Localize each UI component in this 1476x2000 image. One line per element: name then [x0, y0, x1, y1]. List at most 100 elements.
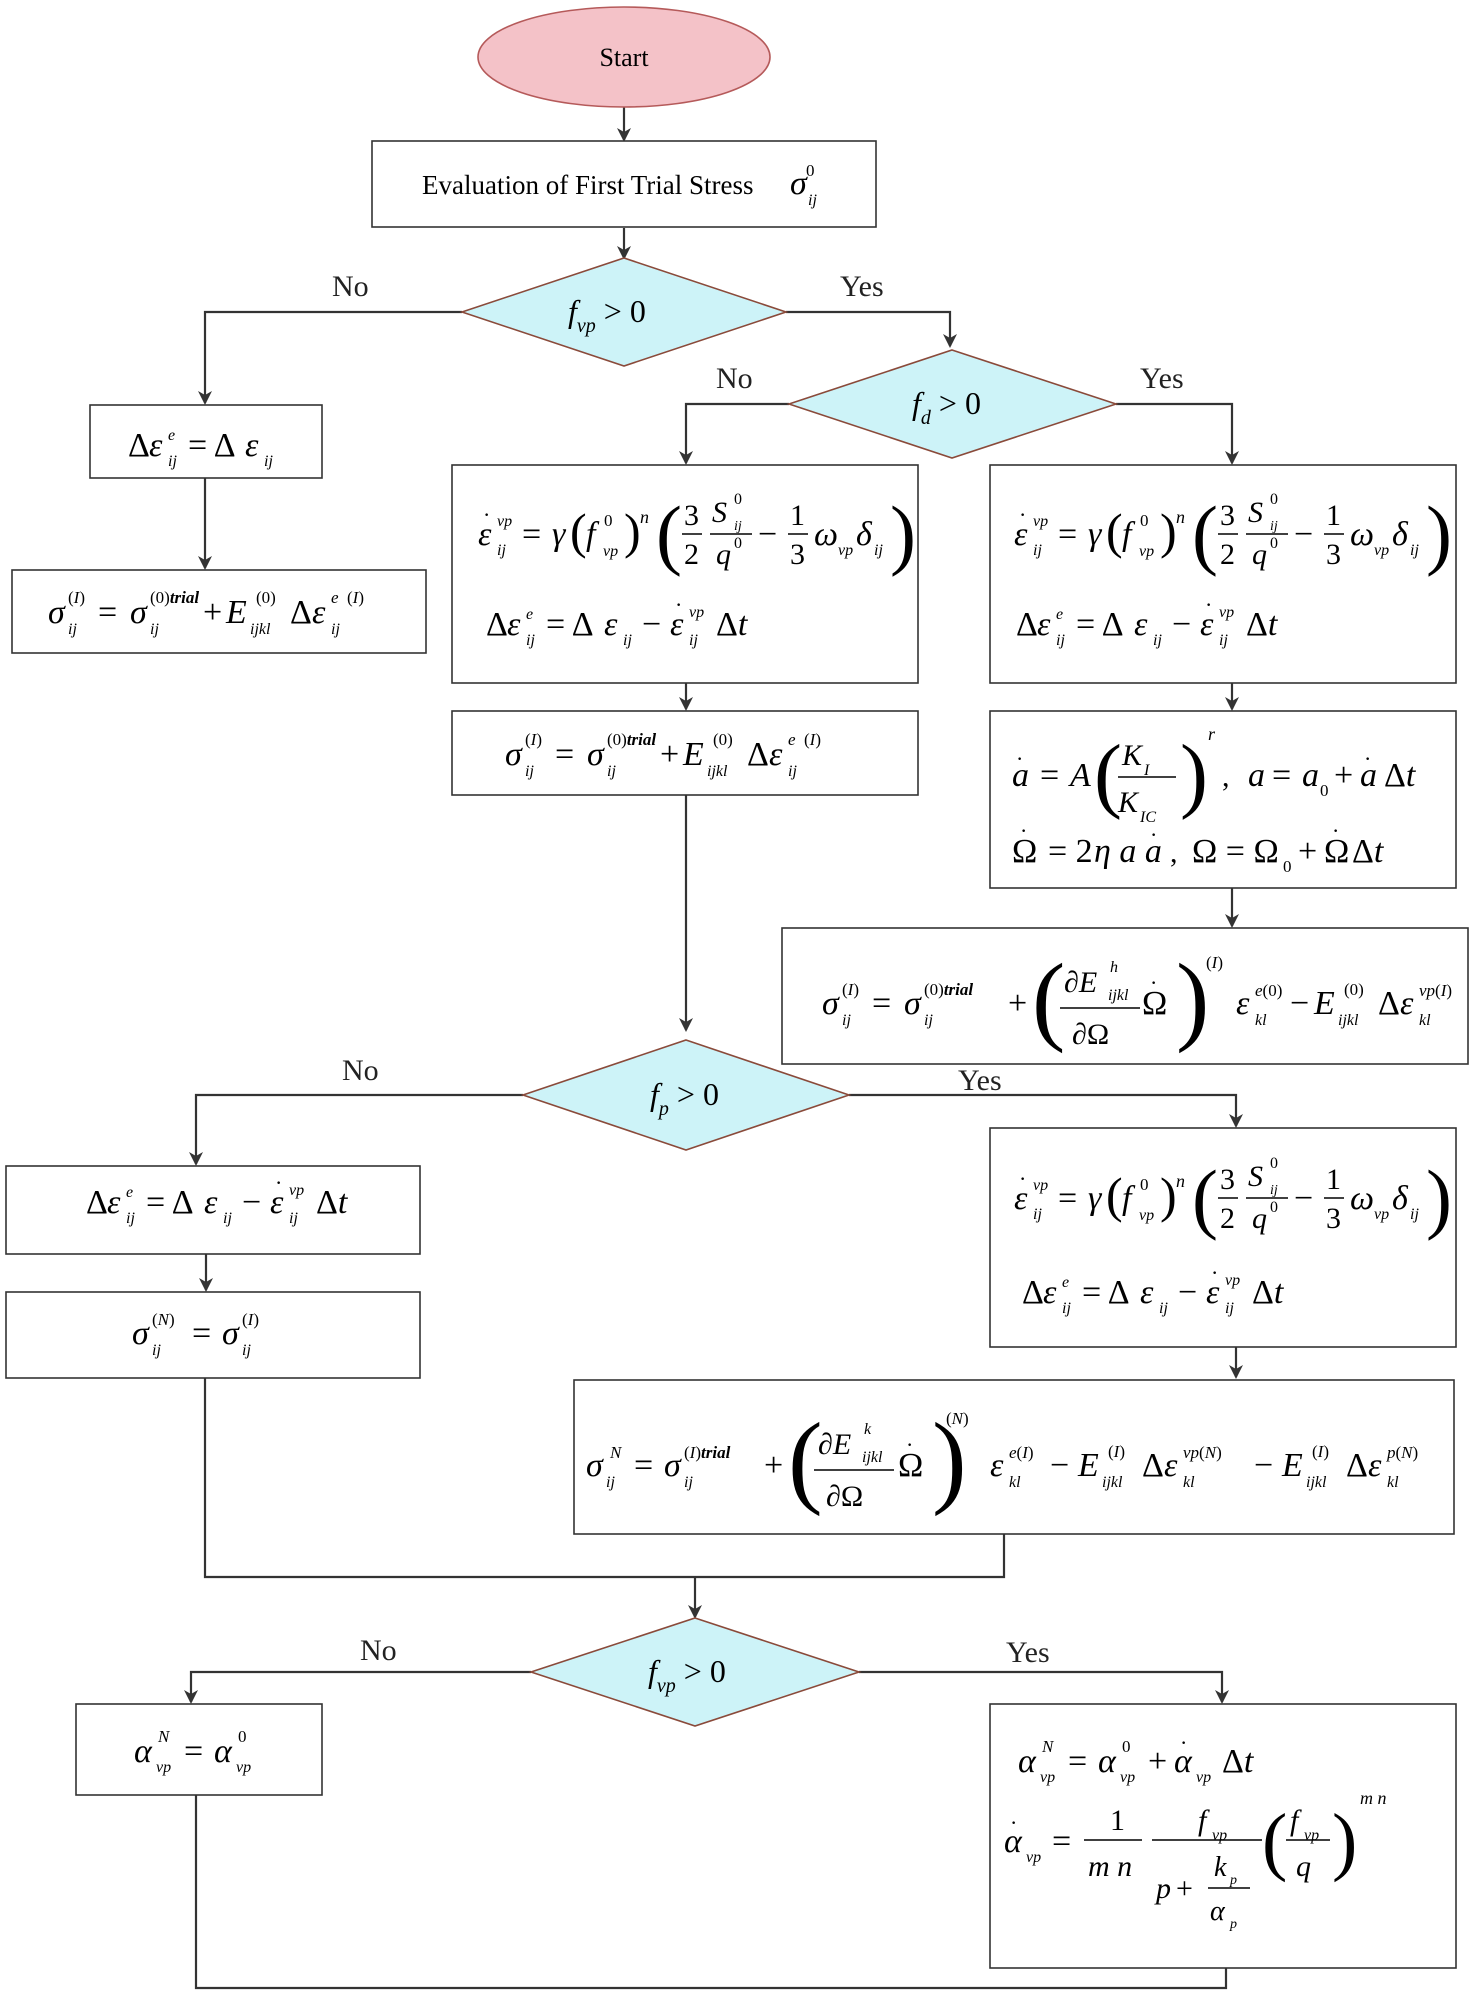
alpha-no-equation: α vp N = α vp 0	[134, 1727, 251, 1776]
svg-text:vp: vp	[689, 604, 704, 621]
svg-text:(0): (0)	[256, 588, 276, 607]
svg-text:(I): (I)	[842, 980, 859, 999]
svg-text:ε: ε	[1014, 1180, 1028, 1217]
decision-fp-yes: Yes	[958, 1064, 1002, 1097]
svg-text:ijkl: ijkl	[707, 763, 728, 780]
svg-text:): )	[1176, 943, 1209, 1054]
alpha-update-equation: α vp N = α vp 0 + α · vp Δt	[1018, 1730, 1255, 1786]
svg-text:E: E	[1313, 985, 1335, 1022]
svg-text:ε: ε	[1037, 606, 1051, 643]
svg-text:ε: ε	[270, 1184, 284, 1221]
svg-text:2: 2	[1220, 1202, 1235, 1235]
svg-text:=: =	[1272, 757, 1291, 794]
svg-text:ε: ε	[1236, 985, 1250, 1022]
svg-text:α: α	[1098, 1743, 1117, 1780]
svg-text:(N): (N)	[946, 1409, 969, 1428]
svg-text:ij: ij	[289, 1210, 298, 1227]
svg-text:0: 0	[1270, 1199, 1278, 1216]
svg-text:γ: γ	[1088, 516, 1103, 553]
svg-text:Δt: Δt	[1222, 1743, 1255, 1780]
svg-text:p: p	[1154, 1872, 1171, 1905]
svg-text:∂Ω: ∂Ω	[1072, 1018, 1109, 1051]
svg-text:vp: vp	[236, 1759, 251, 1776]
svg-text:−: −	[1172, 606, 1191, 643]
svg-text:(0)trial: (0)trial	[607, 730, 656, 749]
svg-text:ij: ij	[842, 1012, 851, 1029]
svg-text:σ: σ	[790, 165, 808, 202]
svg-text:Δt: Δt	[1352, 833, 1385, 870]
svg-text:ij: ij	[525, 763, 534, 780]
left-stress-update-equation: σ ij (I) = σ ij (0)trial + E ijkl (0) Δ …	[48, 588, 364, 638]
svg-text:0: 0	[734, 535, 742, 552]
svg-text:−: −	[642, 606, 661, 643]
svg-text:vp: vp	[1033, 513, 1048, 530]
svg-text:q: q	[1252, 538, 1267, 571]
svg-text:0: 0	[1270, 1155, 1278, 1172]
svg-text:ij: ij	[68, 621, 77, 638]
svg-text:vp: vp	[156, 1759, 171, 1776]
svg-text:ij: ij	[1225, 1300, 1234, 1317]
crack-growth-equation: a · = A ( K I K IC ) r , a = a 0 + a · Δ…	[1012, 724, 1417, 826]
svg-text:): )	[624, 503, 641, 559]
svg-text:ij: ij	[331, 621, 340, 638]
svg-text:σ: σ	[587, 736, 605, 773]
svg-text:(I): (I)	[347, 588, 364, 607]
svg-text:ε: ε	[245, 427, 259, 464]
svg-text:K: K	[1121, 739, 1144, 772]
svg-text:ij: ij	[1410, 1206, 1419, 1223]
svg-text:Δ: Δ	[86, 1184, 108, 1221]
svg-text:e: e	[168, 427, 175, 444]
svg-text:=: =	[522, 516, 541, 553]
svg-text:): )	[1426, 490, 1452, 577]
svg-text:0: 0	[1320, 781, 1329, 800]
svg-text:+: +	[1298, 833, 1317, 870]
svg-text:ij: ij	[1062, 1300, 1071, 1317]
svg-text:−: −	[242, 1184, 261, 1221]
svg-text:·: ·	[675, 592, 682, 617]
svg-text:(: (	[1262, 1799, 1287, 1883]
svg-text:=: =	[555, 736, 574, 773]
svg-text:= Δ: = Δ	[1076, 606, 1124, 643]
svg-text:=: =	[872, 985, 891, 1022]
decision-fvp-first-condition: fvp > 0	[568, 293, 646, 337]
svg-text:p: p	[1229, 1917, 1237, 1932]
svg-text:·: ·	[1364, 746, 1371, 771]
left-stress-update-box	[11, 569, 427, 654]
svg-text:·: ·	[483, 502, 490, 527]
start-label: Start	[599, 43, 649, 72]
svg-text:p: p	[1229, 1873, 1237, 1888]
svg-text:·: ·	[1019, 502, 1026, 527]
svg-text:Δt: Δt	[316, 1184, 349, 1221]
final-stress-update-equation: σ ij N = σ ij (I)trial + ( ∂E k ijkl ∂Ω …	[586, 1402, 1418, 1517]
svg-text:kl: kl	[1419, 1012, 1431, 1029]
svg-text:+: +	[1176, 1872, 1193, 1905]
svg-text:ij: ij	[526, 632, 535, 649]
svg-text:E: E	[225, 594, 247, 631]
decision-fvp-second-yes: Yes	[1006, 1636, 1050, 1669]
svg-text:Δ: Δ	[1022, 1274, 1044, 1311]
svg-text:0: 0	[238, 1727, 247, 1746]
svg-text:(: (	[656, 490, 682, 577]
svg-text:m n: m n	[1088, 1850, 1132, 1883]
svg-text:ij: ij	[808, 192, 817, 209]
decision-fd-yes: Yes	[1140, 362, 1184, 395]
trial-stress-box	[371, 140, 877, 228]
svg-text:N: N	[1041, 1737, 1055, 1756]
svg-text:vp: vp	[1026, 1849, 1041, 1866]
svg-text:N: N	[157, 1727, 171, 1746]
svg-text:a: a	[1248, 757, 1265, 794]
elastic-strain-equation-right: Δ ε e ij = Δ ε ij − ε · vp ij Δt	[1016, 592, 1279, 649]
fp-no-stress-equation: σ ij (N) = σ ij (I)	[132, 1310, 259, 1359]
svg-text:(I): (I)	[804, 730, 821, 749]
svg-text:ε: ε	[149, 427, 163, 464]
svg-text:e(I): e(I)	[1009, 1443, 1034, 1462]
svg-text:(I): (I)	[1312, 1442, 1329, 1461]
svg-text:3: 3	[790, 538, 805, 571]
svg-text:vp: vp	[1139, 543, 1154, 560]
svg-text:ε: ε	[990, 1447, 1004, 1484]
svg-text:ij: ij	[1219, 632, 1228, 649]
svg-text:S: S	[712, 496, 727, 529]
svg-text:ij: ij	[1270, 1183, 1278, 1198]
svg-text:σ: σ	[822, 985, 840, 1022]
svg-text:1: 1	[790, 499, 805, 532]
